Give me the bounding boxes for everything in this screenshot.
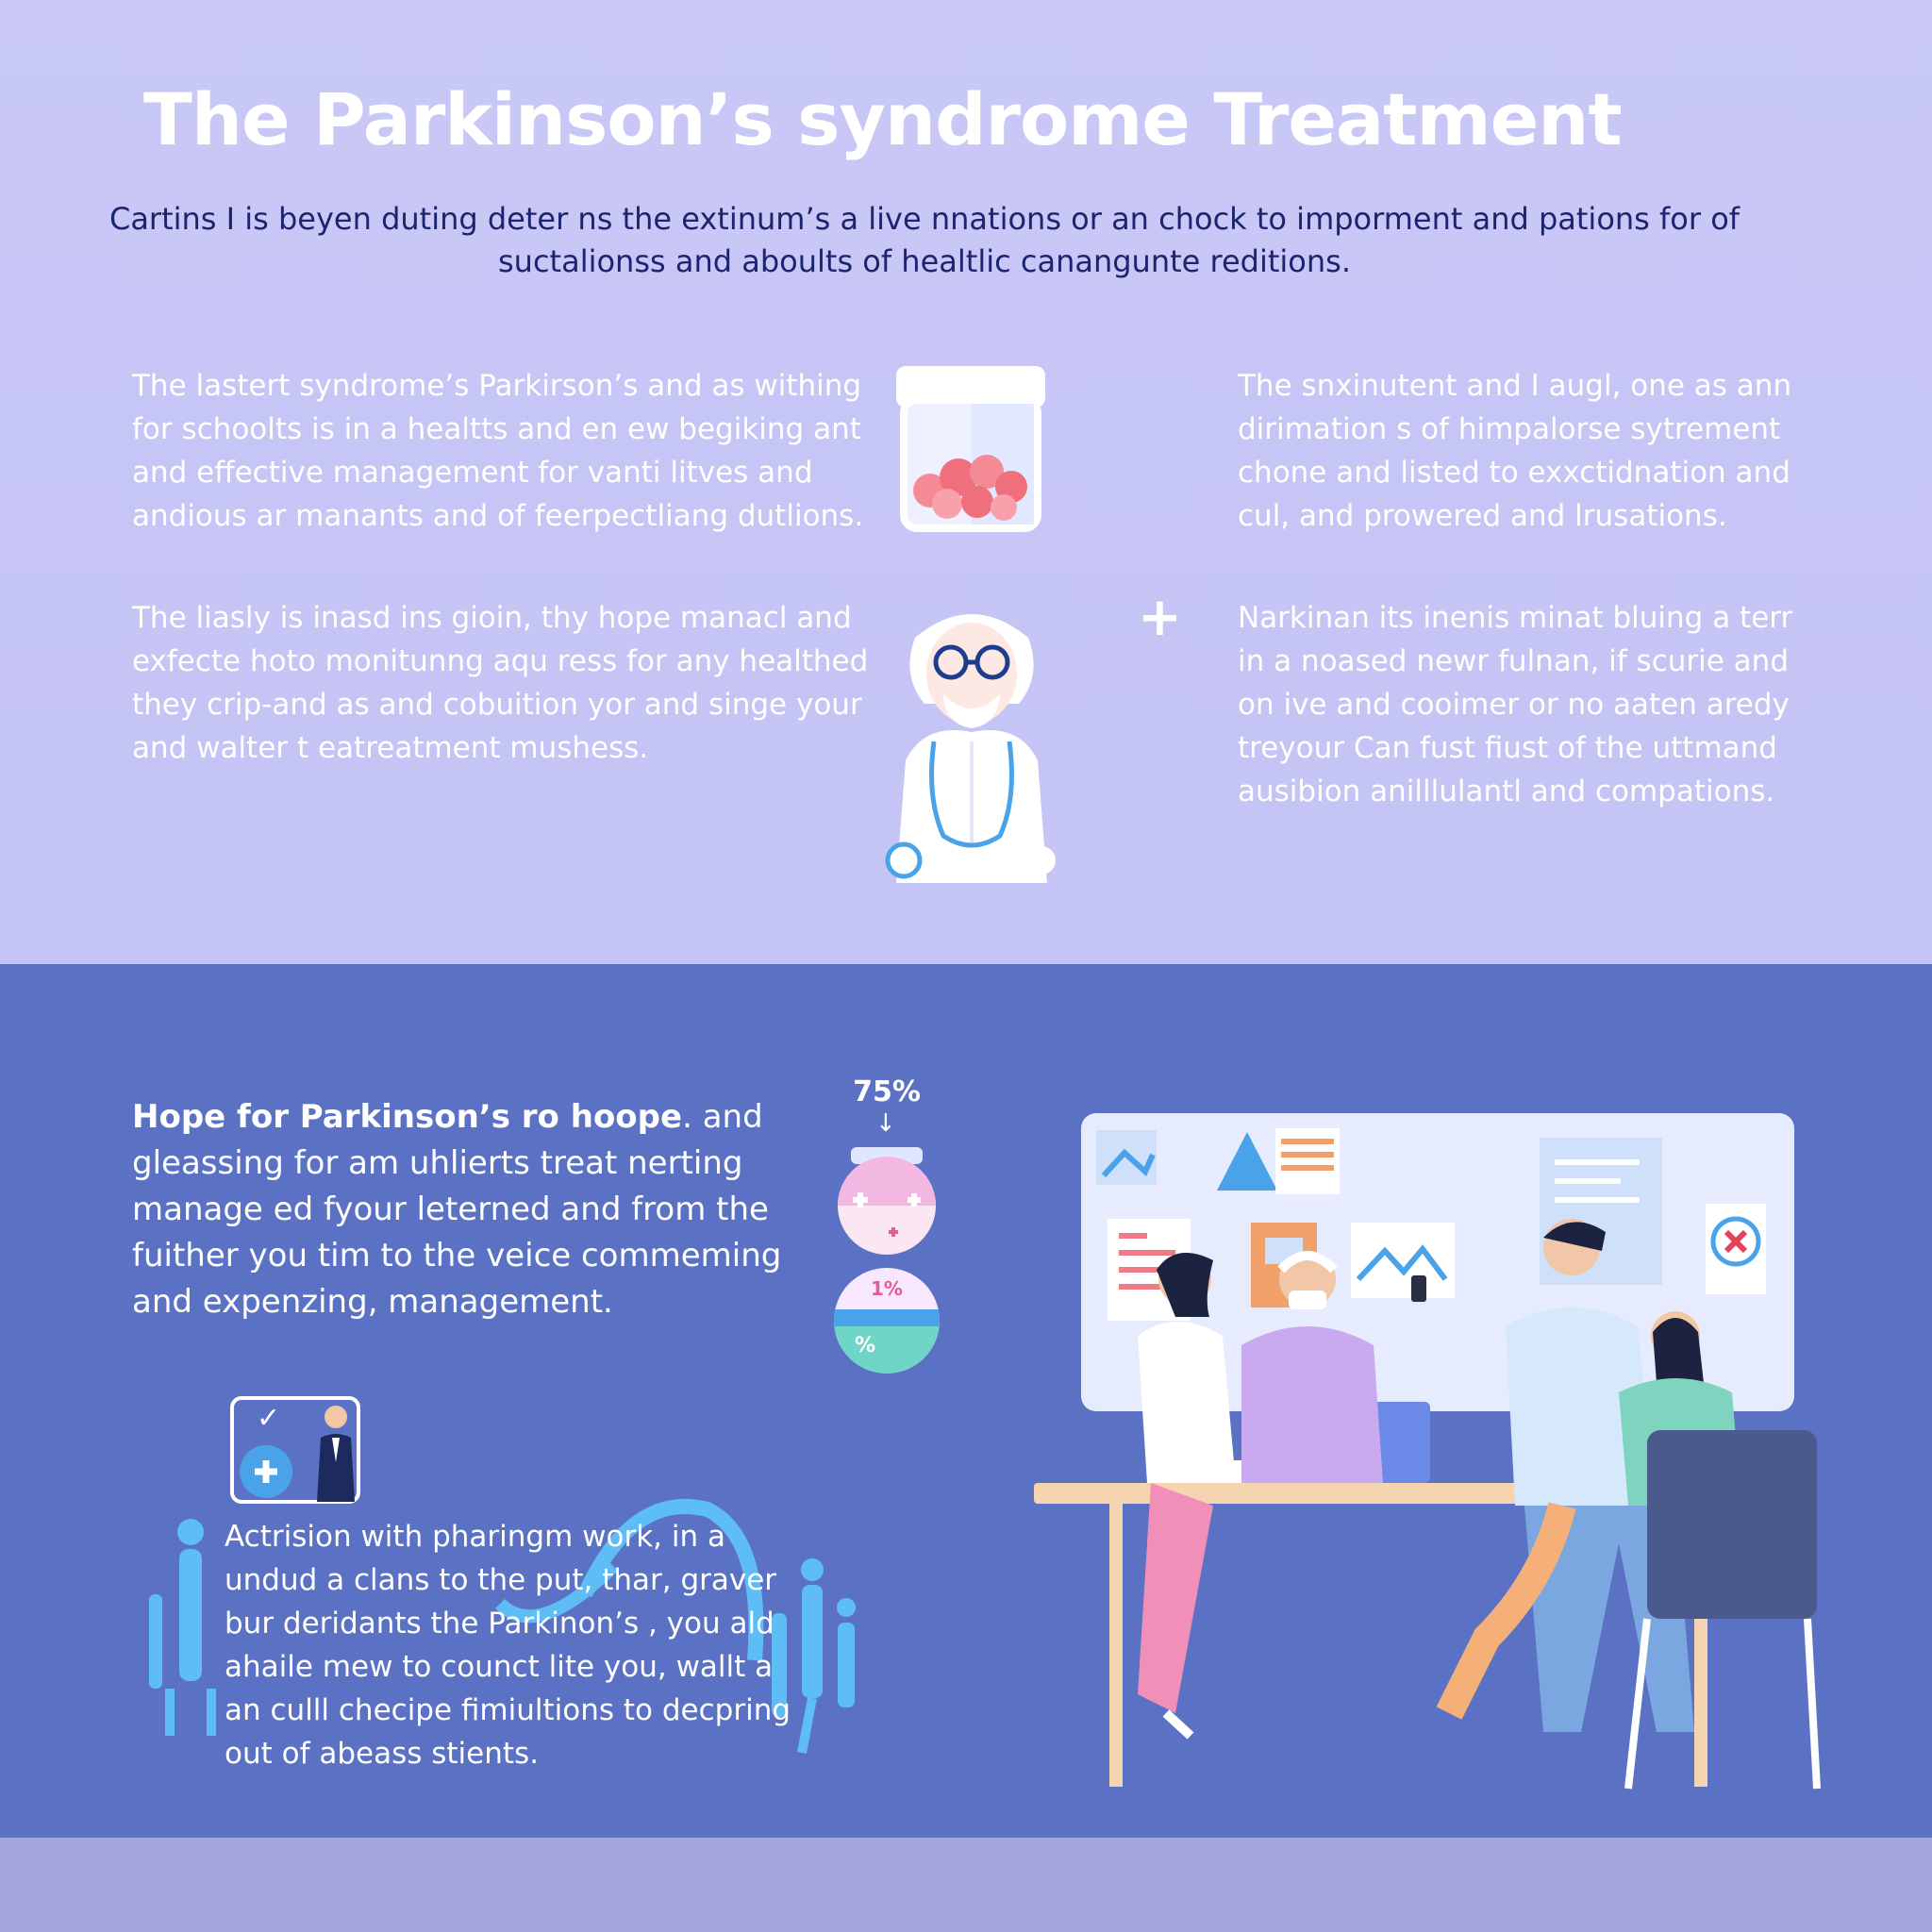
text-block-top-left: The lastert syndrome’s Parkirson’s and a… bbox=[132, 369, 864, 533]
doctor-icon bbox=[885, 614, 1056, 883]
people-silhouettes-icon bbox=[149, 1498, 856, 1754]
page-title: The Parkinson’s syndrome Treatment bbox=[143, 77, 1623, 161]
text-block-mid-left: The liasly is inasd ins gioin, thy hope … bbox=[132, 601, 869, 765]
text-block-top-right: The snxinutent and I augl, one as ann di… bbox=[1238, 369, 1792, 533]
hope-text: Hope for Parkinson’s ro hoope. and gleas… bbox=[132, 1094, 792, 1325]
action-text: Actrision with pharingm work, in a undud… bbox=[225, 1520, 791, 1771]
stat-percent: 75% bbox=[853, 1075, 921, 1108]
intro-text: Cartins I is beyen duting deter ns the e… bbox=[108, 201, 1740, 279]
check-icon: ✓ bbox=[257, 1402, 281, 1435]
footer-band bbox=[0, 1838, 1932, 1932]
text-block-mid-right: Narkinan its inenis minat bluing a terr … bbox=[1238, 601, 1793, 808]
medicine-jar-icon bbox=[838, 1147, 936, 1255]
dose-jar: 1% % bbox=[834, 1268, 940, 1374]
dose-jar-band bbox=[834, 1309, 940, 1326]
hope-heading: Hope for Parkinson’s ro hoope bbox=[132, 1098, 683, 1136]
dose-jar-percent: 1% bbox=[871, 1277, 903, 1300]
presentation-board-icon bbox=[230, 1396, 360, 1504]
dose-jar-symbol: % bbox=[855, 1334, 876, 1357]
meeting-scene-illustration bbox=[1034, 1113, 1821, 1790]
hope-body: . and gleassing for am uhlierts treat ne… bbox=[132, 1098, 782, 1321]
plus-icon: + bbox=[1138, 587, 1182, 648]
stat-arrow-icon: ↓ bbox=[875, 1109, 896, 1138]
pill-jar-icon bbox=[896, 366, 1045, 532]
